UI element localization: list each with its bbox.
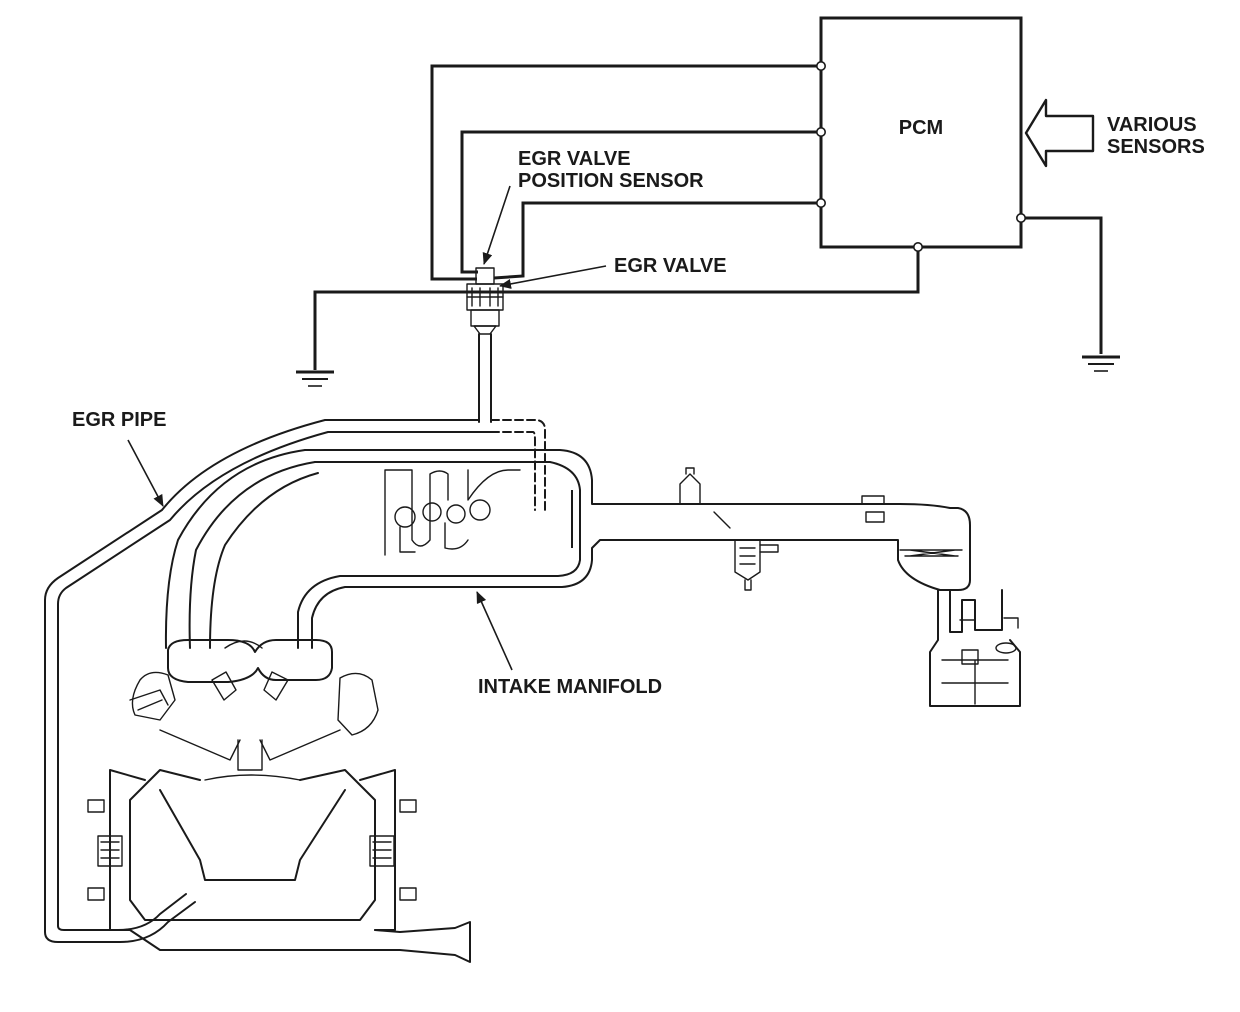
egr-valve-label: EGR VALVE [614, 255, 727, 277]
egr-pipe-leader [127, 439, 164, 507]
egr-valve-position-sensor-leader [482, 185, 511, 265]
pcm-label: PCM [899, 117, 943, 139]
egr-pipe-label: EGR PIPE [72, 409, 166, 431]
ground-symbol-right [1082, 355, 1120, 372]
intake-manifold-leader [476, 591, 513, 671]
pcm-wiring [313, 64, 1103, 370]
engine-block [87, 639, 471, 963]
intake-manifold-label: INTAKE MANIFOLD [478, 676, 662, 698]
egr-valve-body [466, 267, 504, 423]
egr-valve-leader [499, 265, 607, 289]
pcm-connection-dots [815, 60, 1026, 253]
egr-valve-position-sensor-label-line1: EGR VALVE [518, 148, 631, 170]
various-sensors-label-line2: SENSORS [1107, 136, 1205, 158]
intake-manifold [164, 449, 1021, 707]
various-sensors-label-line1: VARIOUS [1107, 114, 1197, 136]
various-sensors-arrow [1024, 98, 1095, 168]
ground-symbol-left [296, 370, 334, 387]
egr-valve-position-sensor-label-line2: POSITION SENSOR [518, 170, 704, 192]
